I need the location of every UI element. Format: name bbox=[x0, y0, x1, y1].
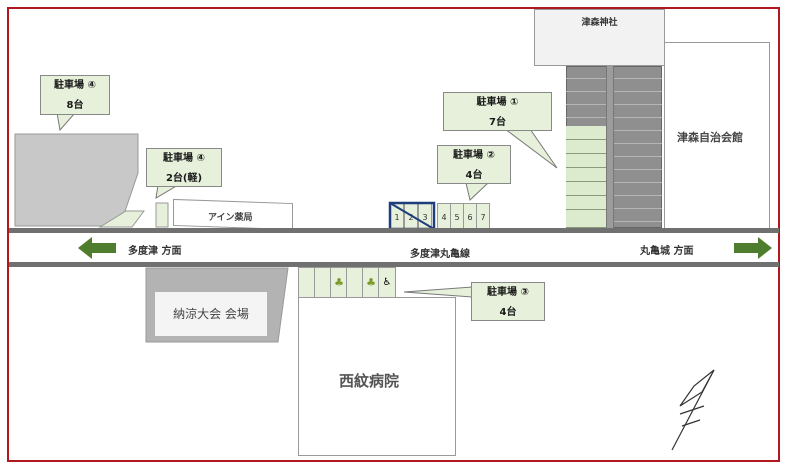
pharmacy-label: アイン薬局 bbox=[208, 213, 253, 223]
parking-4-kei-count: 2台(軽) bbox=[165, 173, 203, 184]
parking-1-callout: 駐車場 ① 7台 bbox=[443, 92, 552, 131]
parking-3-count: 4台 bbox=[499, 307, 517, 318]
community-hall: 津森自治会館 bbox=[664, 42, 770, 229]
road-edge-south bbox=[9, 262, 779, 267]
parking-1-space bbox=[566, 196, 606, 210]
parking-1-space bbox=[566, 154, 606, 168]
community-hall-label: 津森自治会館 bbox=[677, 131, 743, 144]
festival-venue-label: 納涼大会 会場 bbox=[173, 307, 249, 321]
festival-venue: 納涼大会 会場 bbox=[155, 292, 267, 336]
parking-1-space bbox=[566, 182, 606, 196]
parking-2-count: 4台 bbox=[465, 170, 483, 181]
parking-4-count: 8台 bbox=[66, 100, 84, 111]
wheelchair-icon: ♿ bbox=[382, 277, 392, 288]
parking-2-callout: 駐車場 ② 4台 bbox=[437, 145, 511, 184]
parking-4-kei-name: 駐車場 ④ bbox=[163, 153, 205, 164]
tree-icon: ♣ bbox=[334, 276, 344, 289]
hospital-building: 西紋病院 bbox=[298, 297, 456, 456]
east-direction-label: 丸亀城 方面 bbox=[640, 246, 694, 257]
parking-1-space bbox=[566, 126, 606, 140]
shrine-building: 津森神社 bbox=[534, 9, 665, 66]
parking-1-name: 駐車場 ① bbox=[476, 97, 519, 108]
road-name-label: 多度津丸亀線 bbox=[410, 249, 470, 260]
parking-4-name: 駐車場 ④ bbox=[54, 80, 96, 91]
north-arrow-icon bbox=[671, 369, 715, 451]
parking-3-accessible-space: ♿ bbox=[378, 267, 396, 299]
parking-1-space bbox=[566, 210, 606, 228]
shrine-label: 津森神社 bbox=[581, 18, 618, 28]
parking-3-name: 駐車場 ③ bbox=[487, 287, 529, 298]
parking-4-callout: 駐車場 ④ 8台 bbox=[40, 75, 110, 115]
parking-4-kei-callout: 駐車場 ④ 2台(軽) bbox=[146, 148, 222, 187]
arrow-east bbox=[734, 237, 772, 259]
parking-4-kei-slots bbox=[98, 202, 169, 228]
shrine-approach-divider bbox=[606, 66, 614, 228]
west-direction-label: 多度津 方面 bbox=[128, 246, 182, 257]
arrow-west bbox=[78, 237, 116, 259]
parking-2-name: 駐車場 ② bbox=[453, 150, 495, 161]
road-edge-north bbox=[9, 228, 779, 233]
parking-3-callout: 駐車場 ③ 4台 bbox=[471, 282, 545, 321]
parking-1-space bbox=[566, 168, 606, 182]
map-frame bbox=[7, 7, 780, 462]
hospital-label: 西紋病院 bbox=[339, 372, 400, 390]
tree-icon: ♣ bbox=[366, 276, 376, 289]
parking-1-space bbox=[566, 140, 606, 154]
parking-1-count: 7台 bbox=[489, 117, 506, 128]
parking-4-lot bbox=[14, 133, 139, 227]
